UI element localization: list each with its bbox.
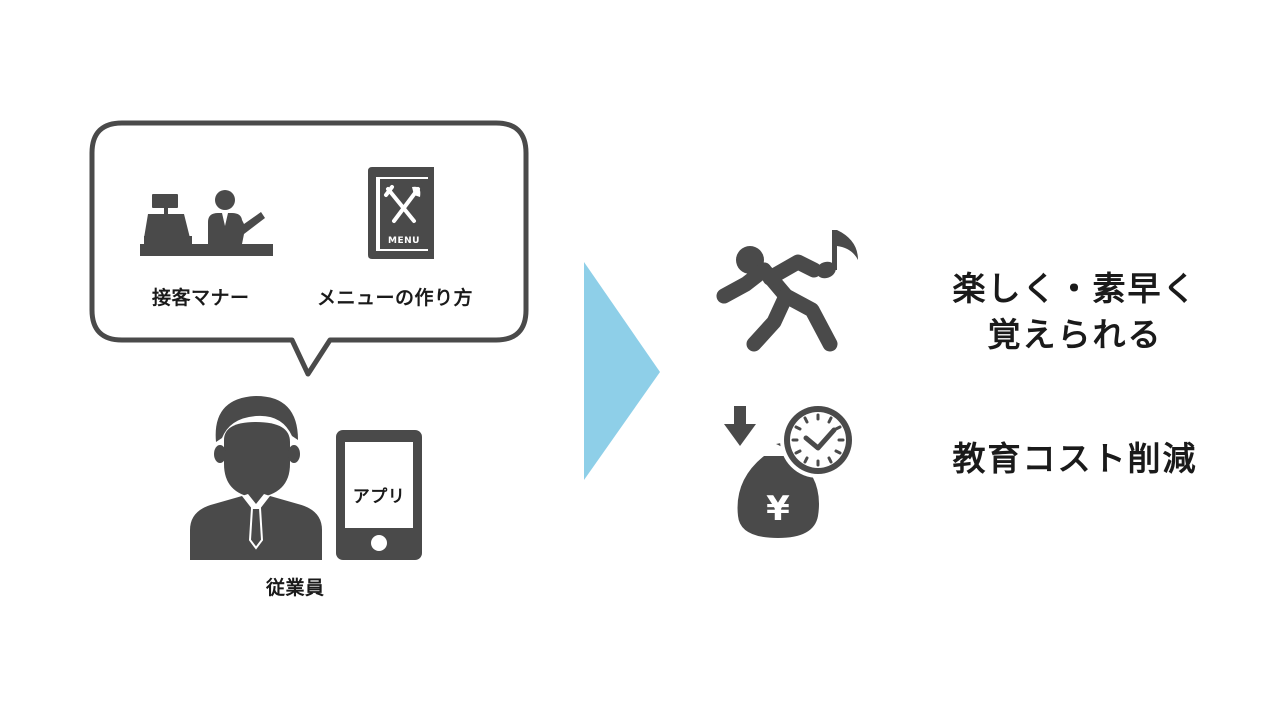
- employee-label: 従業員: [266, 577, 325, 599]
- phone-screen-text: アプリ: [352, 487, 406, 507]
- benefit-line-1b: 覚えられる: [987, 315, 1163, 354]
- businessman-icon: [190, 396, 322, 560]
- cash-register-clerk-icon: [140, 190, 273, 256]
- menu-book-text: MENU: [388, 236, 420, 246]
- bubble-item-label-manners: 接客マナー: [152, 287, 250, 309]
- smartphone-icon: [336, 430, 422, 560]
- bubble-item-label-menu: メニューの作り方: [317, 287, 474, 309]
- benefit-line-1a: 楽しく・素早く: [952, 269, 1198, 308]
- menu-book-icon: MENU: [368, 167, 434, 259]
- benefit-line-2: 教育コスト削減: [952, 439, 1198, 478]
- dancing-person-music-icon: [716, 230, 858, 352]
- triangle-arrow-right-icon: [584, 262, 660, 480]
- currency-symbol: ¥: [766, 489, 790, 529]
- money-bag-clock-down-icon: ¥: [724, 402, 856, 538]
